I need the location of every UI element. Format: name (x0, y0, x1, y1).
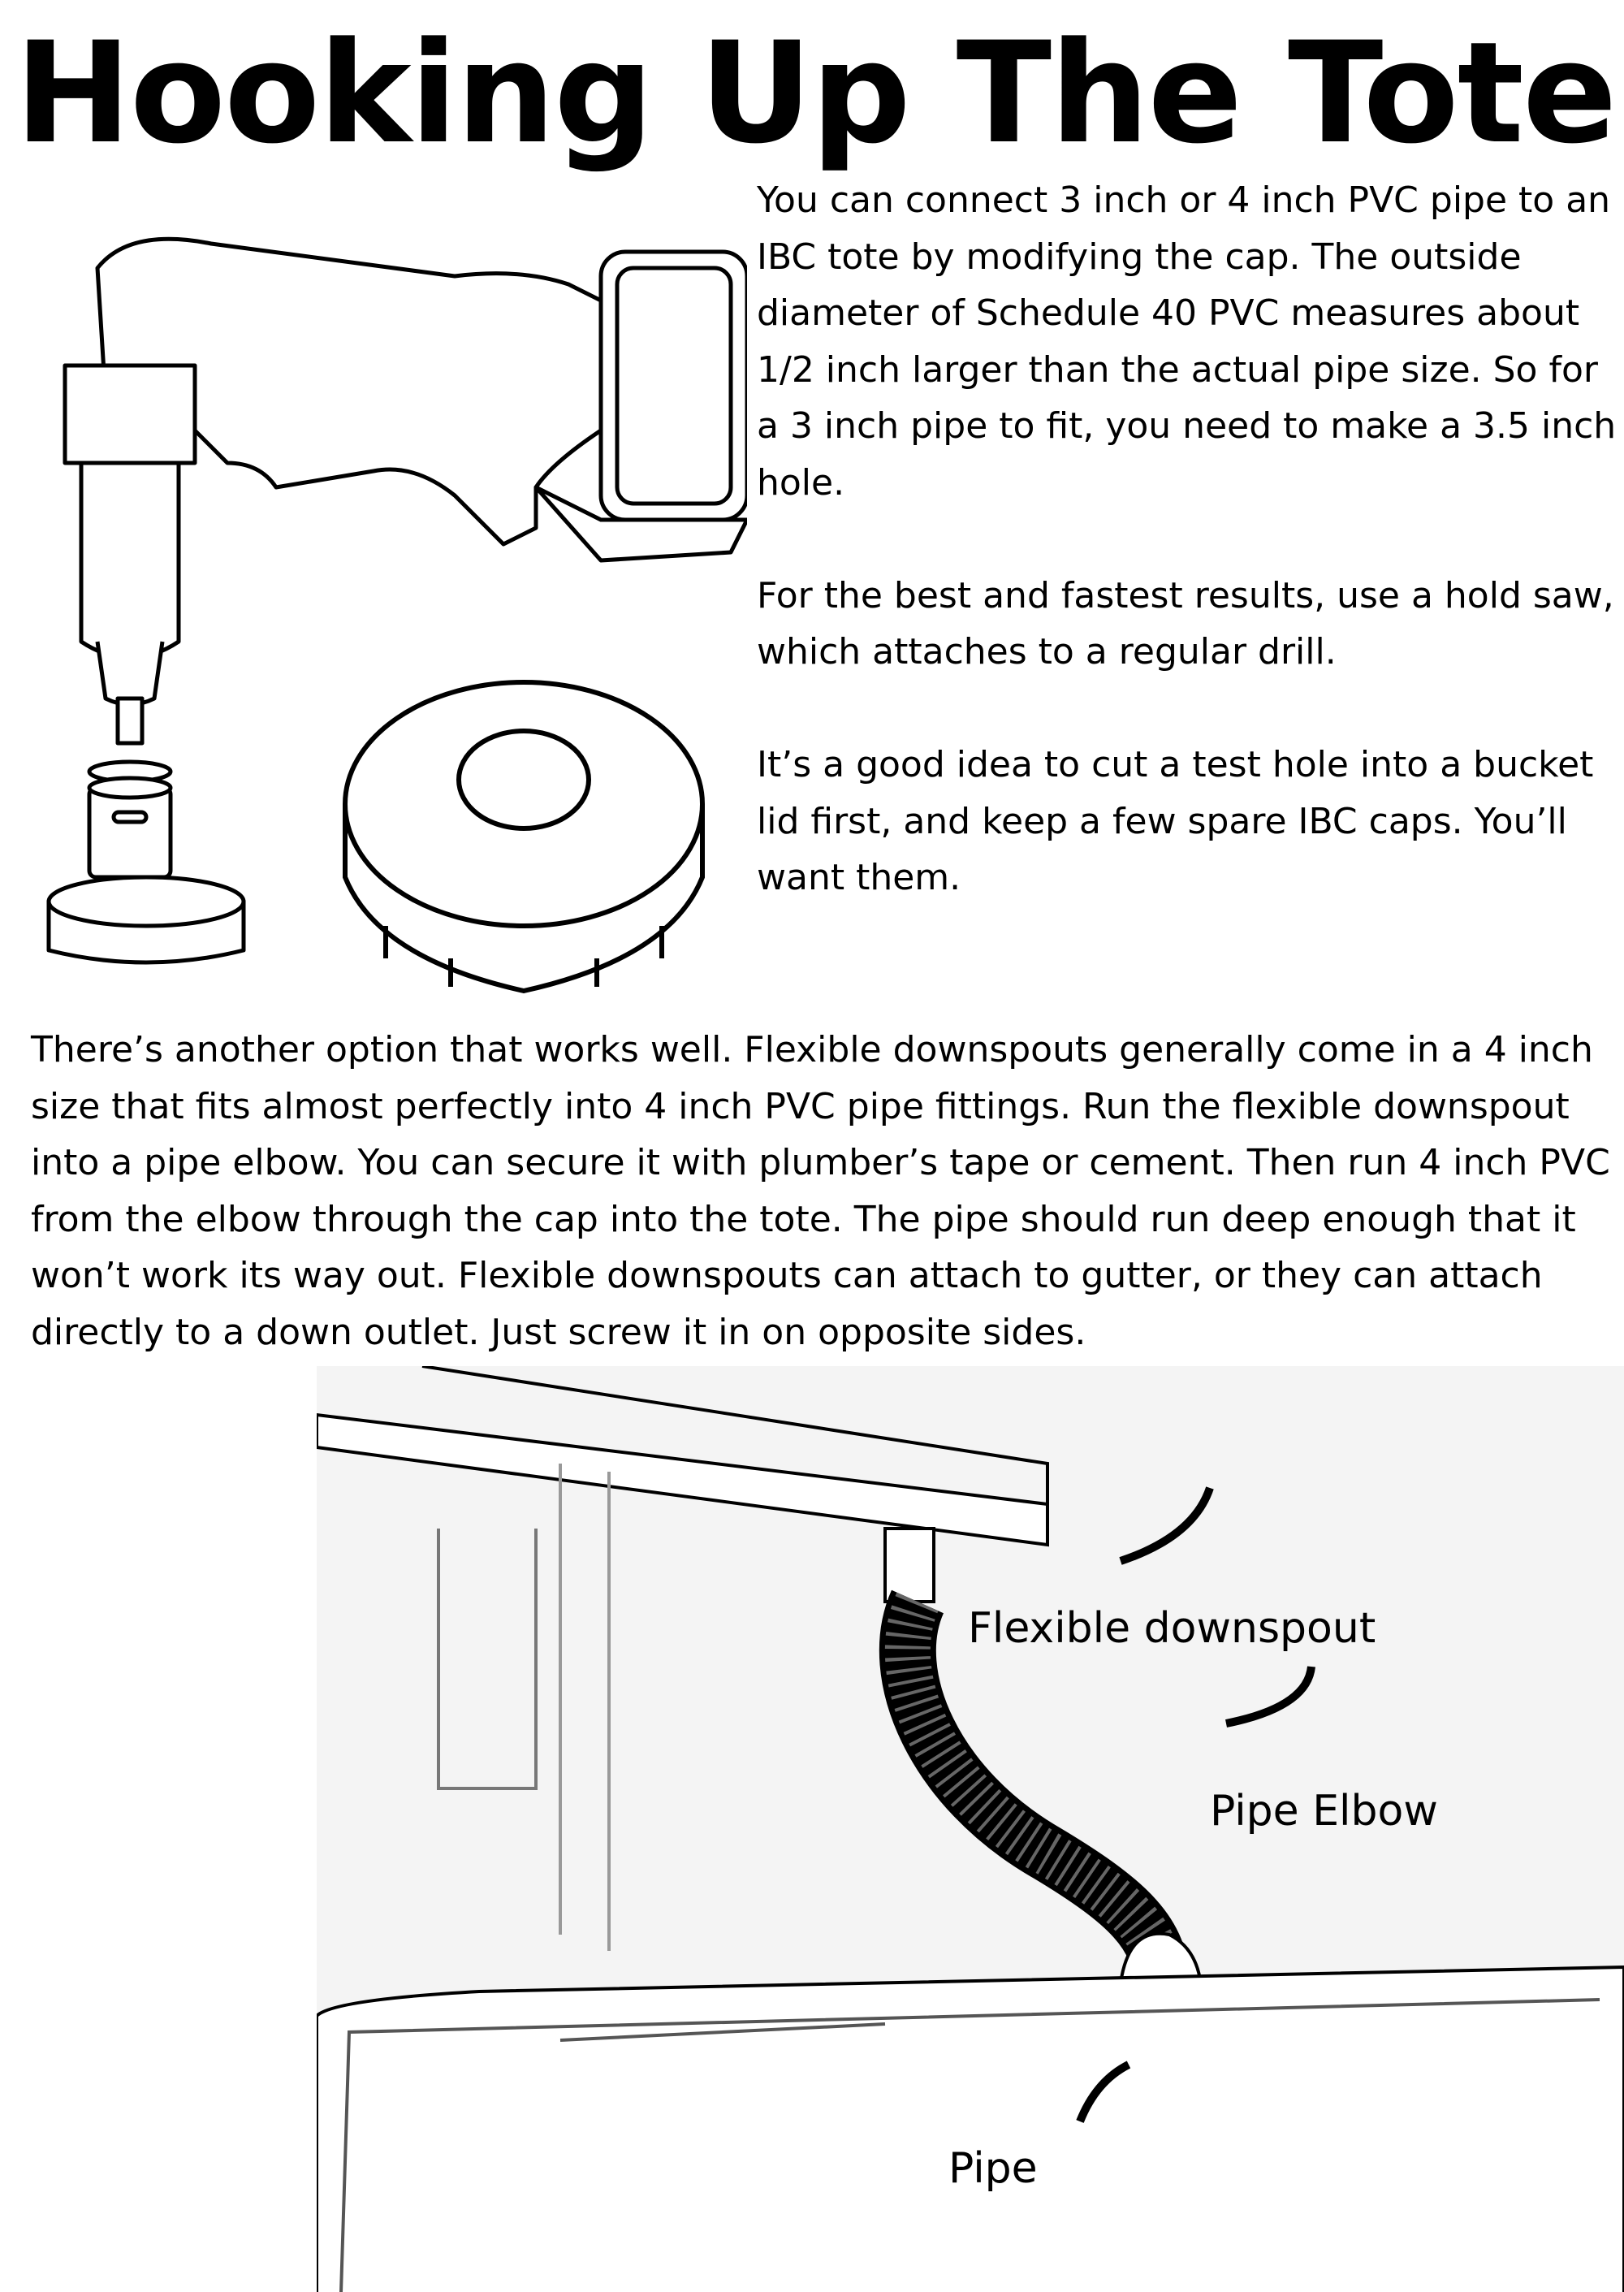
page-title: Hooking Up The Tote (15, 11, 1618, 175)
intro-paragraph: For the best and fastest results, use a … (757, 574, 1614, 673)
intro-text: You can connect 3 inch or 4 inch PVC pip… (757, 172, 1618, 962)
label-flexible-downspout: Flexible downspout (968, 1604, 1376, 1653)
ibc-cap-illustration (343, 680, 705, 994)
label-pipe: Pipe (948, 2144, 1038, 2193)
intro-paragraph: It’s a good idea to cut a test hole into… (757, 744, 1594, 898)
gutter-tote-illustration (317, 1366, 1624, 2292)
label-pipe-elbow: Pipe Elbow (1210, 1787, 1438, 1836)
intro-paragraph: You can connect 3 inch or 4 inch PVC pip… (757, 179, 1617, 504)
main-paragraph: There’s another option that works well. … (31, 1029, 1610, 1353)
drill-illustration (46, 236, 747, 965)
